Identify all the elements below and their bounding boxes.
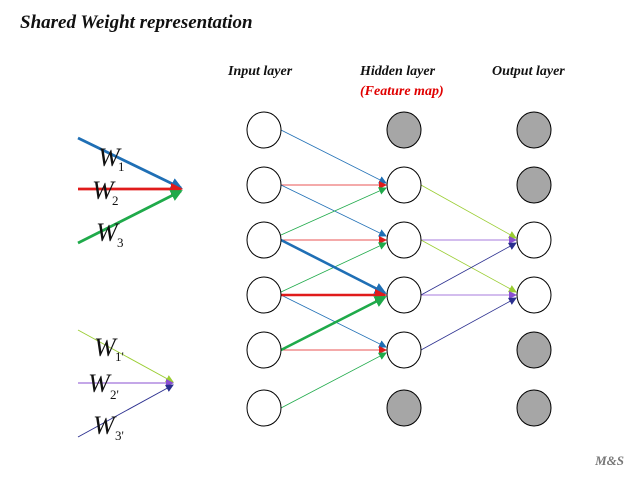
edge	[420, 297, 517, 351]
output-node-inactive	[516, 331, 552, 369]
input-layer-nodes	[246, 111, 282, 427]
input-node	[246, 166, 282, 204]
edge	[420, 184, 517, 239]
legend-w2p-symbol: W	[88, 369, 112, 398]
edge	[280, 294, 387, 348]
output-layer-label: Output layer	[492, 64, 565, 79]
edge	[280, 187, 387, 236]
output-node	[516, 276, 552, 314]
edge-w3-highlight	[280, 295, 387, 352]
legend-w1-symbol: W	[98, 143, 122, 172]
legend-w2p-subscript: 2'	[110, 387, 119, 402]
legend-w1p-symbol: W	[94, 333, 118, 362]
output-node-inactive	[516, 389, 552, 427]
output-layer-nodes	[516, 111, 552, 427]
output-node-inactive	[516, 166, 552, 204]
edge	[280, 184, 387, 237]
legend-w3-subscript: 3	[117, 235, 124, 250]
input-node	[246, 276, 282, 314]
shared-weight-connections	[280, 238, 387, 352]
input-node	[246, 111, 282, 149]
input-layer-label: Input layer	[228, 64, 293, 79]
hidden-layer-nodes	[386, 111, 422, 427]
credit: M&S	[595, 453, 624, 468]
edge	[420, 239, 517, 293]
legend-w3p-symbol: W	[93, 411, 117, 440]
feature-map-label: (Feature map)	[360, 84, 444, 99]
legend-w2-symbol: W	[92, 176, 116, 205]
legend-w1p-arrow	[77, 329, 174, 383]
hidden-node-inactive	[386, 111, 422, 149]
hidden-node-inactive	[386, 389, 422, 427]
hidden-node	[386, 276, 422, 314]
output-node	[516, 221, 552, 259]
hidden-node	[386, 331, 422, 369]
edge	[280, 352, 387, 409]
legend-w3p-arrow	[77, 384, 174, 438]
legend-w3-symbol: W	[96, 218, 120, 247]
input-node	[246, 221, 282, 259]
output-node-inactive	[516, 111, 552, 149]
hidden-node	[386, 221, 422, 259]
edge	[280, 129, 387, 184]
legend-w1-arrow	[77, 136, 183, 190]
edge-w1-highlight	[280, 238, 387, 295]
input-hidden-connections	[280, 129, 387, 409]
hidden-layer-label: Hidden layer	[360, 64, 436, 79]
page-title: Shared Weight representation	[20, 12, 253, 33]
hidden-output-connections	[420, 184, 517, 351]
legend-w3p-subscript: 3'	[115, 428, 124, 443]
legend-w1-subscript: 1	[118, 159, 125, 174]
legend-w2-subscript: 2	[112, 193, 119, 208]
legend-top: W 1 W 2 W 3	[77, 136, 183, 250]
legend-w1p-subscript: 1'	[115, 349, 124, 364]
hidden-node	[386, 166, 422, 204]
input-node	[246, 389, 282, 427]
legend-bottom: W 1' W 2' W 3'	[77, 329, 174, 443]
legend-w3-arrow	[77, 189, 183, 245]
input-node	[246, 331, 282, 369]
edge	[420, 242, 517, 296]
